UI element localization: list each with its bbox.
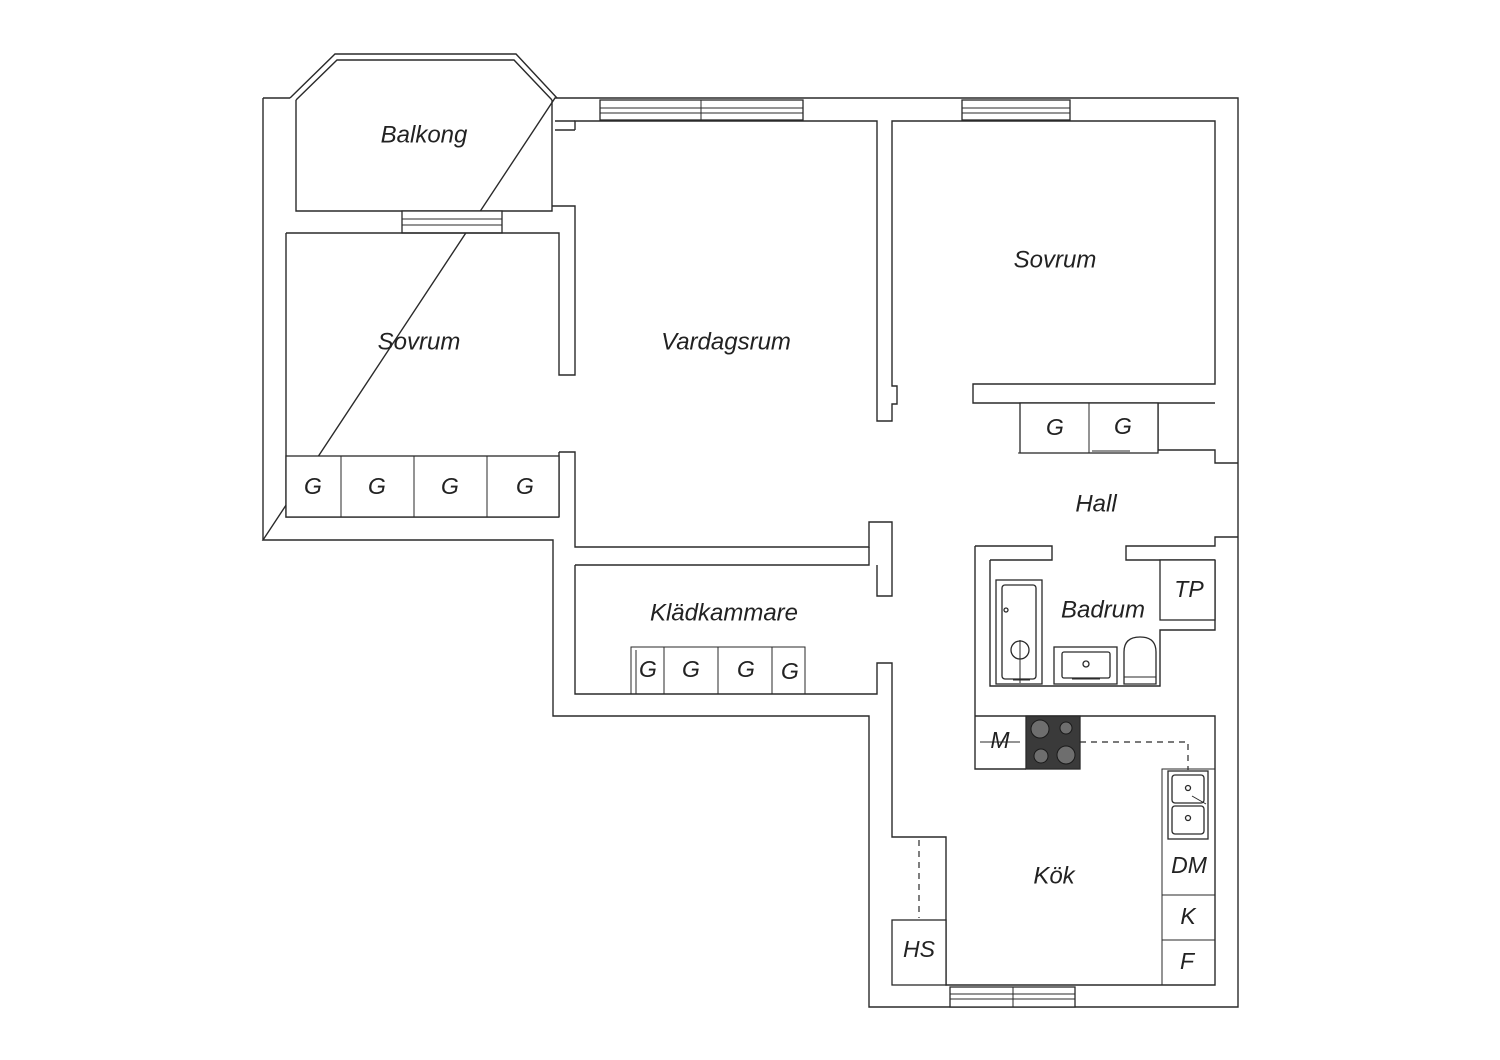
fridge-label: K bbox=[1180, 903, 1197, 929]
tall-cabinet-label: HS bbox=[903, 936, 936, 962]
room-label-hall: Hall bbox=[1075, 490, 1117, 517]
wardrobe-label: G bbox=[1046, 414, 1064, 440]
wardrobe-label: G bbox=[737, 656, 755, 682]
wardrobe-label: G bbox=[368, 473, 386, 499]
wardrobes-left-bedroom: G G G G bbox=[285, 455, 560, 518]
wardrobe-label: G bbox=[304, 473, 322, 499]
room-label-bedroom-right: Sovrum bbox=[1014, 246, 1097, 273]
balcony bbox=[289, 53, 558, 234]
room-labels: Balkong Sovrum Vardagsrum Sovrum Hall Kl… bbox=[378, 121, 1145, 889]
wardrobe-label: G bbox=[441, 473, 459, 499]
room-label-bathroom: Badrum bbox=[1061, 596, 1145, 623]
room-label-living-room: Vardagsrum bbox=[661, 328, 791, 355]
wardrobe-label: G bbox=[1114, 413, 1132, 439]
outer-walls bbox=[261, 97, 1239, 1008]
wardrobe-label: G bbox=[781, 658, 799, 684]
windows bbox=[599, 99, 1076, 1008]
drying-cabinet-label: TP bbox=[1174, 576, 1204, 602]
freezer-label: F bbox=[1180, 948, 1196, 974]
wardrobe-label: G bbox=[516, 473, 534, 499]
wardrobes-closet: G G G G bbox=[630, 646, 806, 694]
microwave-label: M bbox=[990, 727, 1010, 753]
room-label-kitchen: Kök bbox=[1033, 862, 1076, 889]
room-label-balcony: Balkong bbox=[381, 121, 468, 148]
wardrobes-hall: G G bbox=[1018, 402, 1159, 454]
bathroom-fixtures: TP bbox=[995, 559, 1216, 685]
room-label-closet: Klädkammare bbox=[650, 599, 798, 626]
dishwasher-label: DM bbox=[1171, 852, 1208, 878]
room-label-bedroom-left: Sovrum bbox=[378, 328, 461, 355]
wardrobe-label: G bbox=[639, 656, 657, 682]
wardrobe-label: G bbox=[682, 656, 700, 682]
kitchen-fixtures: M DM K F HS bbox=[891, 715, 1215, 986]
